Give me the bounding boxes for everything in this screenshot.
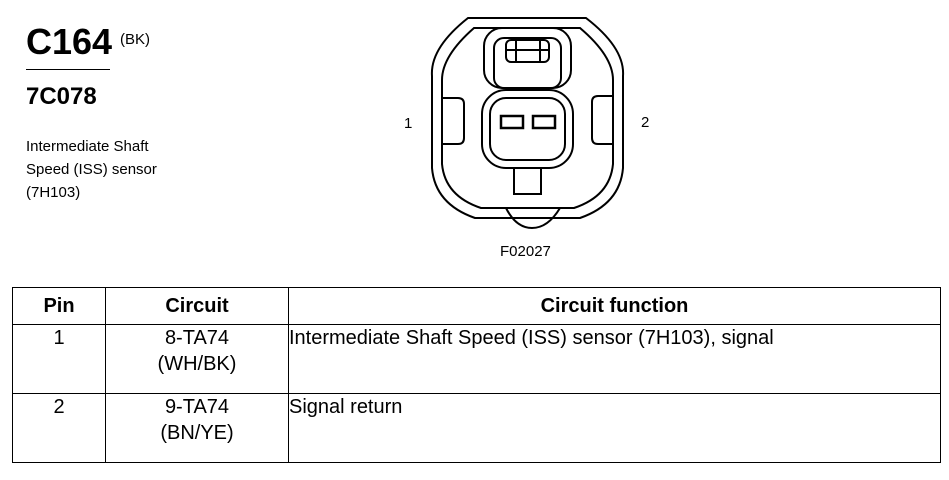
circuit-function: Signal return xyxy=(288,393,941,463)
description-line: Speed (ISS) sensor xyxy=(26,161,157,178)
circuit-number: 9-TA74 xyxy=(164,396,230,418)
pin-number: 2 xyxy=(12,393,106,463)
description-line: (7H103) xyxy=(26,184,81,201)
column-header-circuit-function: Circuit function xyxy=(288,287,941,325)
connector-left-key xyxy=(442,97,465,145)
connector-right-key xyxy=(591,95,613,145)
connector-terminal-cavity xyxy=(489,97,566,161)
pin-number: 1 xyxy=(12,324,106,394)
part-number: 7C078 xyxy=(26,83,97,110)
column-header-pin: Pin xyxy=(12,287,106,325)
circuit-function: Intermediate Shaft Speed (ISS) sensor (7… xyxy=(288,324,941,394)
pin-2-terminal xyxy=(531,114,557,130)
connector-description: Intermediate Shaft Speed (ISS) sensor (7… xyxy=(26,135,226,204)
wire-color: (WH/BK) xyxy=(157,353,237,375)
circuit-number: 8-TA74 xyxy=(164,327,230,349)
wire-color: (BN/YE) xyxy=(160,422,234,444)
pin-2-label: 2 xyxy=(641,114,650,131)
connector-id: C164 xyxy=(26,21,113,62)
pinout-table: Pin Circuit Circuit function 1 8-TA74 (W… xyxy=(12,287,941,463)
connector-outer-housing xyxy=(430,17,625,219)
circuit-cell: 8-TA74 (WH/BK) xyxy=(105,324,289,394)
pin-1-label: 1 xyxy=(404,115,413,132)
column-header-circuit: Circuit xyxy=(105,287,289,325)
connector-color-code: (BK) xyxy=(120,31,150,48)
connector-inner-housing xyxy=(441,27,614,209)
figure-code: F02027 xyxy=(500,243,551,260)
connector-latch-inner xyxy=(493,37,562,89)
table-row: 2 9-TA74 (BN/YE) Signal return xyxy=(12,393,941,463)
description-line: Intermediate Shaft xyxy=(26,138,149,155)
circuit-cell: 9-TA74 (BN/YE) xyxy=(105,393,289,463)
table-header-row: Pin Circuit Circuit function xyxy=(12,287,941,325)
connector-bottom-notch xyxy=(513,168,542,195)
pin-1-terminal xyxy=(499,114,525,130)
table-row: 1 8-TA74 (WH/BK) Intermediate Shaft Spee… xyxy=(12,324,941,394)
title-underline xyxy=(26,69,110,70)
connector-face-diagram xyxy=(430,17,625,230)
connector-terminal-body xyxy=(481,89,574,169)
